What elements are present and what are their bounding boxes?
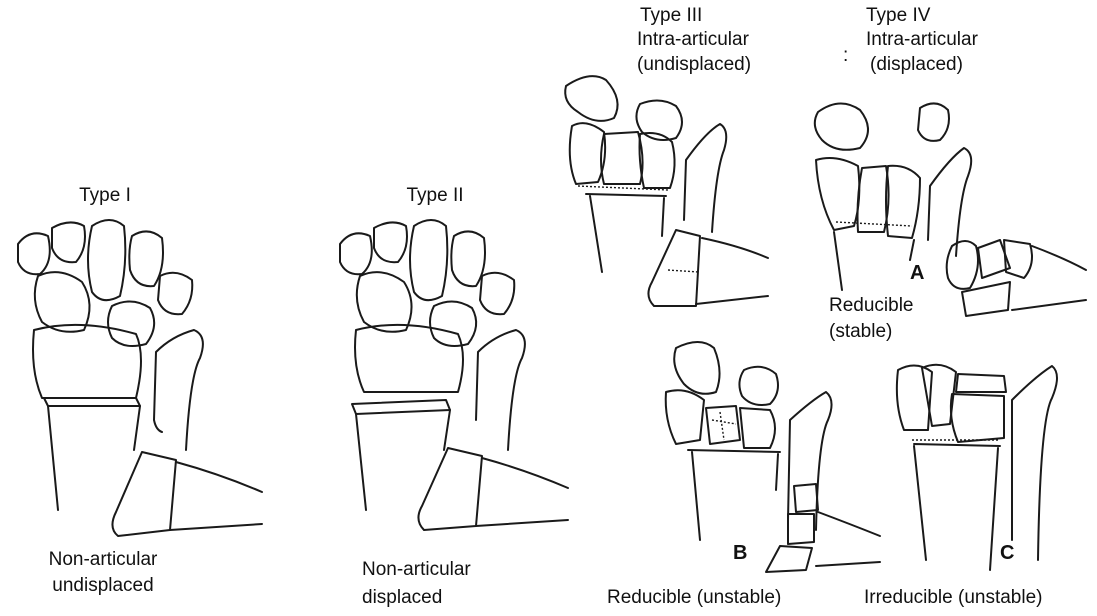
type3-title: Type III bbox=[640, 4, 702, 27]
type4-subtitle-line2: (displaced) bbox=[870, 53, 963, 76]
subtype-b-caption: Reducible (unstable) bbox=[607, 586, 781, 609]
type2-caption-line2: displaced bbox=[362, 586, 442, 609]
type4-marker: : bbox=[843, 44, 848, 67]
type3-subtitle-line1: Intra-articular bbox=[637, 28, 749, 51]
subtype-a-letter: A bbox=[910, 262, 924, 285]
type1-caption-line1: Non-articular bbox=[28, 548, 178, 571]
subtype-c-caption: Irreducible (unstable) bbox=[864, 586, 1042, 609]
subtype-c-letter: C bbox=[1000, 542, 1014, 565]
type1-title: Type I bbox=[55, 184, 155, 207]
subtype-a-caption-line2: (stable) bbox=[829, 320, 892, 343]
subtype-b-wrist-drawing bbox=[666, 342, 880, 572]
subtype-a-caption-line1: Reducible bbox=[829, 294, 914, 317]
type2-wrist-drawing bbox=[340, 220, 568, 530]
type1-caption-line2: undisplaced bbox=[28, 574, 178, 597]
type3-wrist-drawing bbox=[565, 76, 768, 306]
type1-wrist-drawing bbox=[18, 220, 262, 536]
subtype-c-wrist-drawing bbox=[897, 365, 1057, 570]
type2-caption-line1: Non-articular bbox=[362, 558, 471, 581]
type4-subtitle-line1: Intra-articular bbox=[866, 28, 978, 51]
type4-title: Type IV bbox=[866, 4, 930, 27]
type2-title: Type II bbox=[385, 184, 485, 207]
subtype-b-letter: B bbox=[733, 542, 747, 565]
type4-wrist-drawing bbox=[815, 103, 1086, 316]
type3-subtitle-line2: (undisplaced) bbox=[637, 53, 751, 76]
